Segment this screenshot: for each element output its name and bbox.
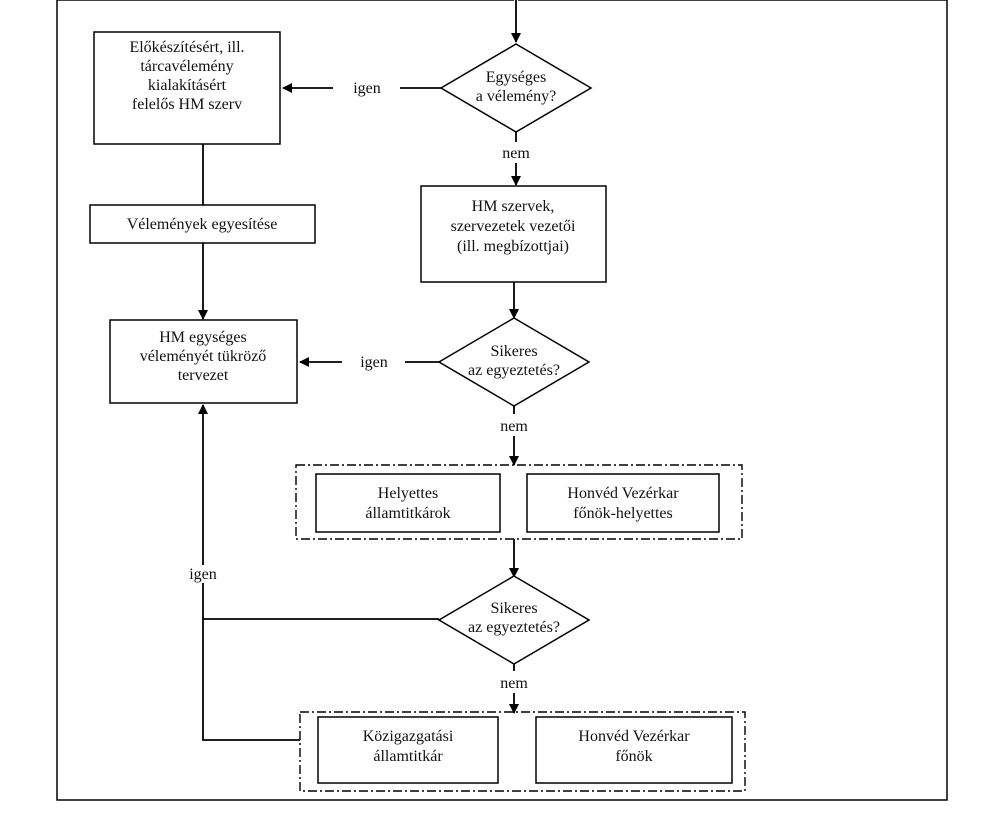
box-deputy-secretaries-text: Helyettes államtitkárok bbox=[365, 485, 450, 522]
box-leaders-text: HM szervek, szervezetek vezetői (ill. megb… bbox=[451, 198, 576, 255]
decision-2-text: Sikeres az egyeztetés? bbox=[468, 343, 560, 379]
box-admin-secretary-text: Közigazgatási államtitkár bbox=[363, 728, 454, 765]
text-line: az egyeztetés? bbox=[468, 362, 560, 379]
group-boxes bbox=[315, 473, 733, 784]
text-line: államtitkárok bbox=[365, 505, 450, 522]
label-no-1: nem bbox=[502, 145, 530, 162]
box-draft-text: HM egységes véleményét tükröző tervezet bbox=[140, 329, 267, 384]
outer-frame bbox=[56, 0, 948, 801]
text-line: Közigazgatási bbox=[363, 728, 454, 745]
box-leaders bbox=[420, 185, 607, 283]
text-line: főnök bbox=[615, 748, 652, 765]
text-line: Sikeres bbox=[490, 343, 537, 360]
text-line: Helyettes bbox=[378, 485, 438, 502]
text-line: Egységes bbox=[486, 69, 546, 86]
box-deputy-secretaries bbox=[315, 473, 501, 533]
box-chief-of-staff bbox=[535, 716, 733, 784]
text-line: (ill. megbízottjai) bbox=[457, 238, 569, 255]
text-line: Honvéd Vezérkar bbox=[578, 728, 690, 745]
text-line: szervezetek vezetői bbox=[451, 218, 576, 235]
box-merge bbox=[89, 204, 316, 244]
box-draft bbox=[109, 319, 298, 404]
text-line: államtitkár bbox=[373, 748, 443, 765]
line-group2-loop bbox=[202, 583, 300, 741]
text-line: tervezet bbox=[178, 367, 229, 384]
box-prep-text: Előkészítésért, ill. tárcavélemény kialakí… bbox=[129, 39, 244, 113]
decision-diamonds bbox=[437, 43, 593, 665]
box-deputy-chief-text: Honvéd Vezérkar főnök-helyettes bbox=[567, 485, 679, 522]
dashed-groups bbox=[295, 464, 746, 792]
box-admin-secretary bbox=[317, 716, 499, 784]
text-line: kialakításért bbox=[148, 77, 227, 94]
text-line: HM szervek, bbox=[472, 198, 555, 215]
label-yes-3: igen bbox=[189, 566, 217, 583]
label-yes-2: igen bbox=[360, 354, 388, 371]
text-line: főnök-helyettes bbox=[573, 505, 673, 522]
label-no-2: nem bbox=[500, 418, 528, 435]
text-line: felelős HM szerv bbox=[132, 96, 242, 113]
text-line: az egyeztetés? bbox=[468, 619, 560, 636]
label-no-3: nem bbox=[500, 675, 528, 692]
connectors bbox=[198, 0, 521, 741]
text-line: Vélemények egyesítése bbox=[127, 216, 278, 233]
text-line: Sikeres bbox=[490, 600, 537, 617]
decision-3-text: Sikeres az egyeztetés? bbox=[468, 600, 560, 636]
group-top bbox=[299, 711, 746, 792]
text-line: a vélemény? bbox=[476, 88, 556, 105]
text-line: HM egységes bbox=[159, 329, 247, 346]
decision-1-text: Egységes a vélemény? bbox=[476, 69, 556, 105]
decision-1 bbox=[439, 43, 593, 133]
text-line: tárcavélemény bbox=[140, 58, 233, 75]
box-deputy-chief bbox=[526, 473, 720, 533]
text-line: Előkészítésért, ill. bbox=[129, 39, 244, 56]
label-yes-1: igen bbox=[353, 80, 381, 97]
text-line: Honvéd Vezérkar bbox=[567, 485, 679, 502]
group-deputies bbox=[295, 464, 743, 540]
decision-3 bbox=[437, 575, 591, 665]
process-boxes bbox=[89, 31, 607, 404]
box-chief-of-staff-text: Honvéd Vezérkar főnök bbox=[578, 728, 690, 765]
box-prep bbox=[93, 31, 281, 145]
text-line: véleményét tükröző bbox=[140, 348, 267, 365]
decision-2 bbox=[437, 317, 591, 407]
box-merge-text: Vélemények egyesítése bbox=[127, 216, 278, 233]
